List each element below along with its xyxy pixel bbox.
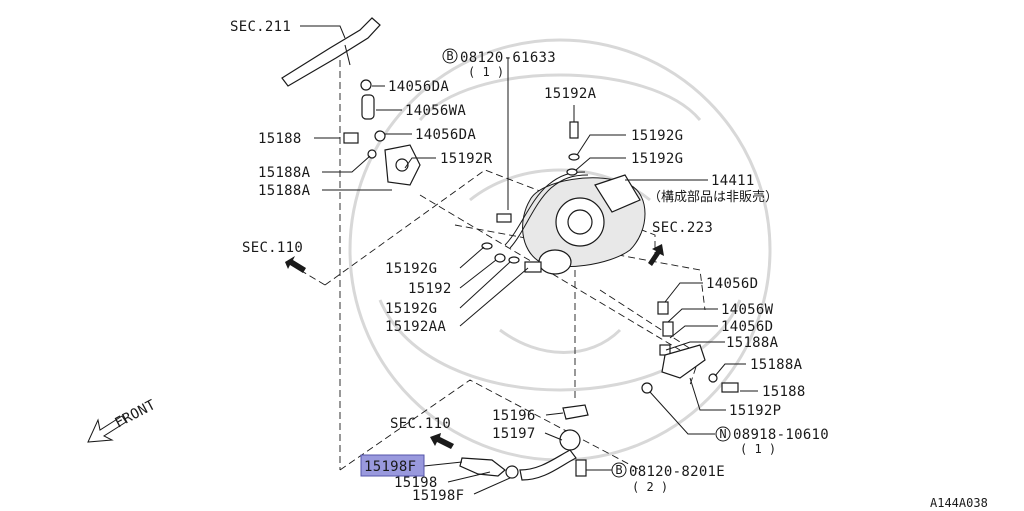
label-14411[interactable]: 14411 [711,173,755,189]
marker-b-1: B [446,49,453,63]
label-15197[interactable]: 15197 [492,426,536,442]
label-sec110-upper[interactable]: SEC.110 [242,240,303,256]
label-14411-note: （構成部品は非販売） [648,189,778,205]
arrow-sec223 [648,244,664,266]
arrow-sec110-lower [430,433,454,449]
label-15196[interactable]: 15196 [492,408,536,424]
label-sec211[interactable]: SEC.211 [230,19,291,35]
label-15188A-1[interactable]: 15188A [258,165,311,181]
label-front: FRONT [112,397,158,432]
turbocharger-assembly [504,171,646,275]
label-15198[interactable]: 15198 [394,475,438,491]
label-14056D-1[interactable]: 14056D [706,276,758,292]
label-15192G-3[interactable]: 15192G [385,261,437,277]
water-pipe-upper [281,17,381,87]
label-15188-right[interactable]: 15188 [762,384,806,400]
front-arrow-icon [87,415,127,443]
label-14056DA-upper[interactable]: 14056DA [388,79,449,95]
label-15192G-4[interactable]: 15192G [385,301,437,317]
label-15198F[interactable]: 15198F [412,488,464,504]
arrow-sec110-upper [285,256,306,273]
label-bolt-08120-61633[interactable]: 08120-61633 [460,50,556,66]
label-bolt-08120-8201E[interactable]: 08120-8201E [629,464,725,480]
circle-markers: B N B [442,48,731,478]
label-14056D-2[interactable]: 14056D [721,319,773,335]
label-15188-left[interactable]: 15188 [258,131,302,147]
label-bolt-08120-8201E-qty: ( 2 ) [632,480,668,494]
label-nut-08918-10610[interactable]: 08918-10610 [733,427,829,443]
label-bolt-08120-61633-qty: ( 1 ) [468,65,504,79]
label-14056DA-lower[interactable]: 14056DA [415,127,476,143]
label-15192A[interactable]: 15192A [544,86,597,102]
marker-n: N [719,427,726,441]
label-sec110-lower[interactable]: SEC.110 [390,416,451,432]
hoses-clamps-bolts [343,79,739,481]
highlighted-part-box [360,454,425,477]
label-nut-08918-10610-qty: ( 1 ) [740,442,776,456]
label-15192P[interactable]: 15192P [729,403,781,419]
marker-b-2: B [615,463,622,477]
label-15192G-2[interactable]: 15192G [631,151,683,167]
label-15198F-highlighted[interactable]: 15198F [364,459,416,475]
label-15192G-1[interactable]: 15192G [631,128,683,144]
leader-lines [300,25,758,495]
label-15188A-4[interactable]: 15188A [750,357,803,373]
part-labels: SEC.211 14056DA 14056WA 15188 14056DA 15… [112,19,987,510]
label-14056W[interactable]: 14056W [721,302,774,318]
label-15188A-3[interactable]: 15188A [726,335,779,351]
label-15188A-2[interactable]: 15188A [258,183,311,199]
label-sec223[interactable]: SEC.223 [652,220,713,236]
label-15192R[interactable]: 15192R [440,151,493,167]
diagram-id: A144A038 [930,496,988,510]
direction-arrows [87,244,664,449]
label-14056WA[interactable]: 14056WA [405,103,466,119]
label-15192AA[interactable]: 15192AA [385,319,446,335]
label-15192[interactable]: 15192 [408,281,452,297]
